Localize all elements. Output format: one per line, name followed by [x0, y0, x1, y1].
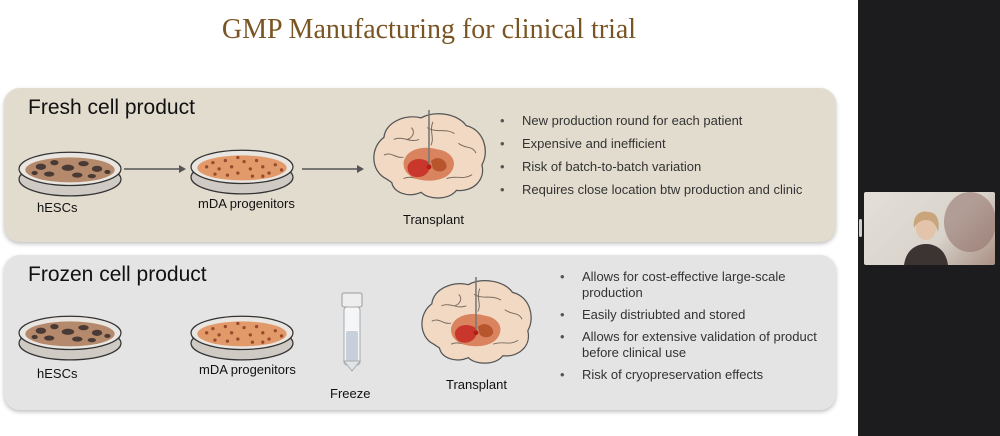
frozen-panel-heading: Frozen cell product	[28, 263, 207, 286]
petri-dish-icon	[190, 312, 294, 362]
frozen-transplant-label: Transplant	[446, 377, 507, 392]
list-item: Allows for extensive validation of produ…	[558, 329, 820, 361]
resize-handle[interactable]	[859, 219, 862, 237]
slide-title: GMP Manufacturing for clinical trial	[221, 14, 637, 45]
list-item: Allows for cost-effective large-scale pr…	[558, 269, 820, 301]
frozen-hescs-label: hESCs	[37, 366, 78, 381]
presentation-slide: GMP Manufacturing for clinical trial Fre…	[0, 0, 858, 436]
fresh-panel-heading: Fresh cell product	[28, 96, 195, 119]
petri-dish-icon	[18, 312, 122, 362]
list-item: Easily distriubted and stored	[558, 307, 820, 323]
meeting-sidebar	[858, 0, 1000, 436]
freeze-label: Freeze	[330, 386, 371, 401]
arrow-right-icon	[124, 165, 186, 173]
list-item: Requires close location btw production a…	[498, 182, 838, 198]
frozen-cell-product-panel: Frozen cell product hESCs mDA progenitor…	[4, 255, 836, 410]
fresh-cell-product-panel: Fresh cell product hESCs mDA progenitors…	[4, 88, 836, 242]
brain-icon	[364, 110, 492, 208]
participant-avatar	[904, 192, 995, 265]
list-item: New production round for each patient	[498, 113, 838, 129]
list-item: Risk of cryopreservation effects	[558, 367, 820, 383]
frozen-mda-label: mDA progenitors	[199, 362, 296, 377]
fresh-mda-label: mDA progenitors	[198, 196, 295, 211]
petri-dish-icon	[190, 146, 294, 196]
petri-dish-icon	[18, 148, 122, 198]
fresh-bullet-list: New production round for each patient Ex…	[498, 113, 838, 205]
list-item: Expensive and inefficient	[498, 136, 838, 152]
list-item: Risk of batch-to-batch variation	[498, 159, 838, 175]
fresh-transplant-label: Transplant	[403, 212, 464, 227]
cryovial-icon	[341, 292, 363, 372]
brain-icon	[412, 277, 538, 373]
fresh-hescs-label: hESCs	[37, 200, 78, 215]
participant-video[interactable]	[864, 192, 995, 265]
frozen-bullet-list: Allows for cost-effective large-scale pr…	[558, 269, 820, 389]
arrow-right-icon	[302, 165, 364, 173]
